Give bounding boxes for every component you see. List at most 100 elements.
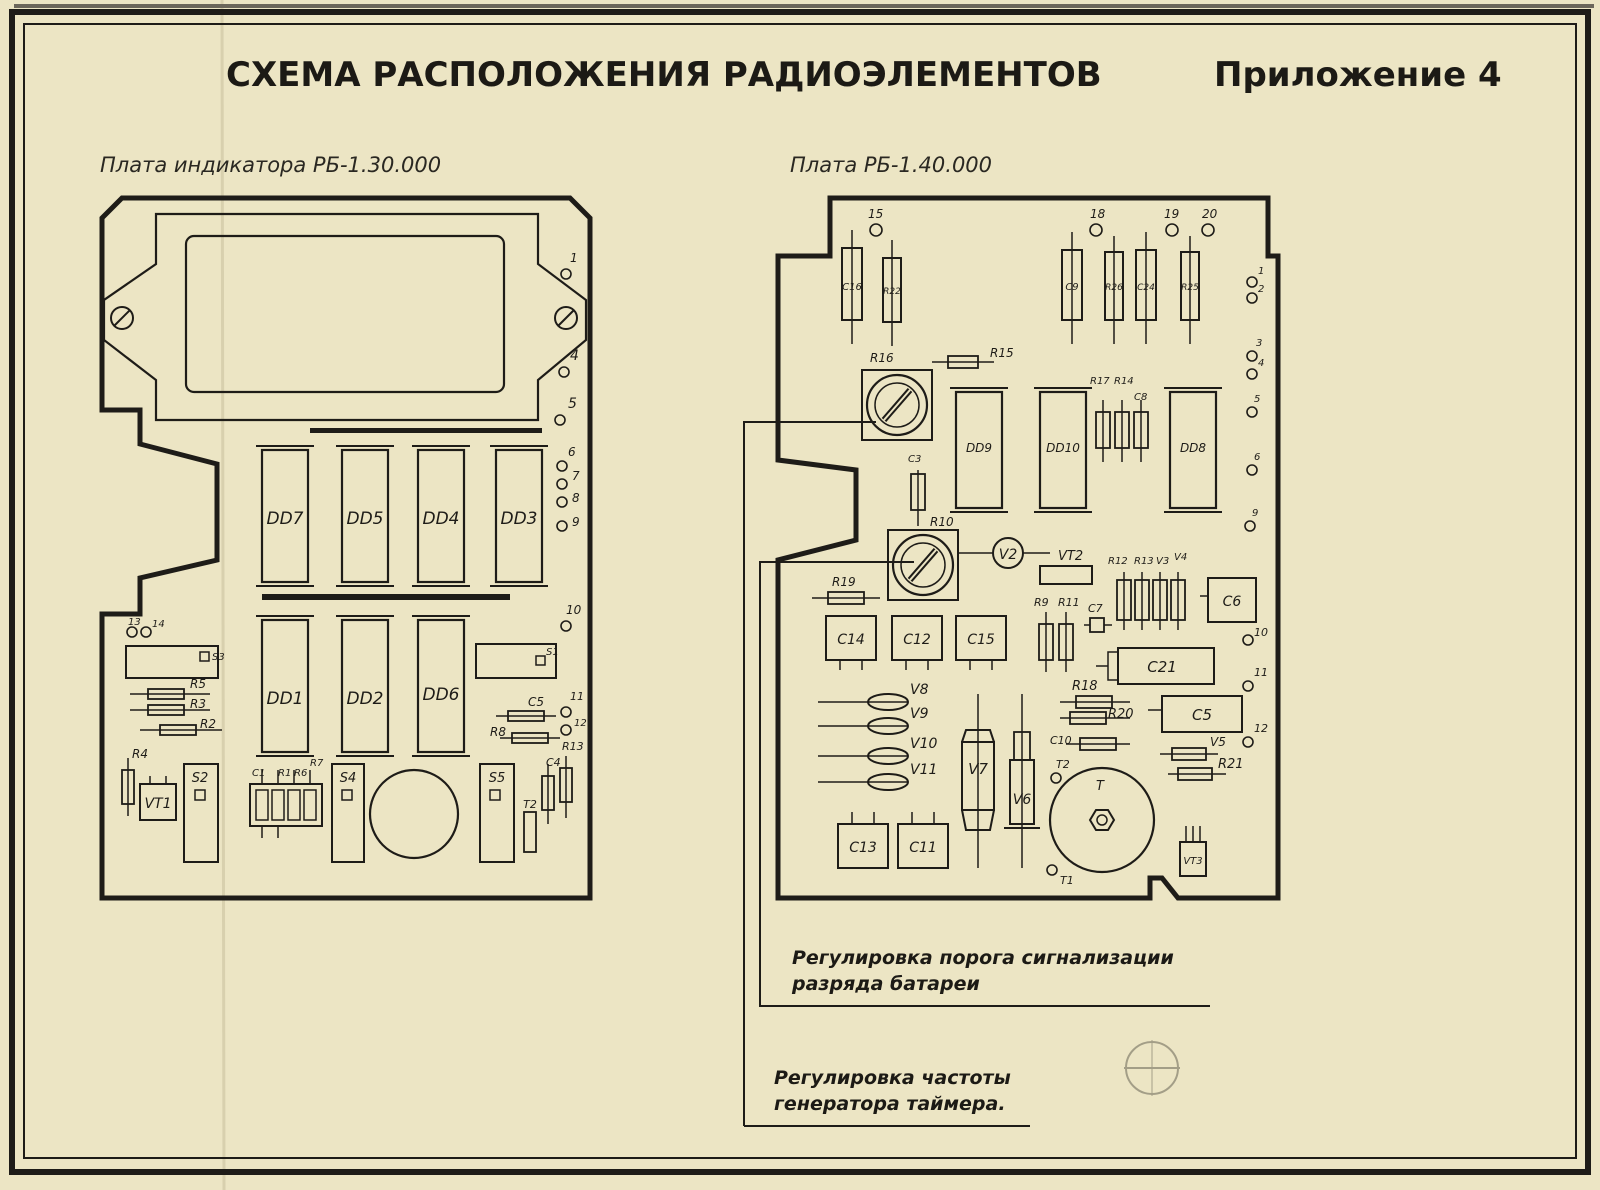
- resistor-label: R14: [1114, 376, 1134, 387]
- battery-adjust-leader: [759, 561, 1210, 1007]
- switch-s5: S5: [479, 763, 515, 863]
- pin-label: 9: [1252, 508, 1258, 519]
- buzzer: [368, 768, 460, 860]
- resistor-r25: R25: [1180, 236, 1200, 344]
- capacitor-c4: C4: [541, 756, 561, 824]
- pin-label: 12: [1254, 722, 1268, 735]
- diode-v5: V5: [1160, 735, 1226, 761]
- resistor-r4: R4: [121, 747, 148, 816]
- resistor-label: R3: [190, 697, 206, 711]
- switch-label: S3: [212, 652, 225, 663]
- resistor-label: R11: [1058, 596, 1080, 609]
- resistor-r22: R22: [882, 240, 902, 346]
- capacitor-c9: C9: [1061, 232, 1083, 344]
- trimmer-r16: R16: [861, 351, 933, 441]
- capacitor-c5-main: C5: [1148, 695, 1243, 733]
- pin-label: 13: [128, 617, 141, 628]
- chip-dd7: DD7: [256, 445, 314, 587]
- pin-label: 5: [1254, 394, 1260, 405]
- resistor-label: R17: [1090, 376, 1110, 387]
- indicator-board-pins: 1 4 5 6 7 8 9 10 11 12 13 14: [126, 251, 587, 736]
- resistor-label: R5: [190, 677, 206, 691]
- capacitor-c14: C14: [825, 615, 877, 670]
- capacitor-c16: C16: [841, 230, 863, 344]
- transistor-label: VT1: [144, 796, 171, 812]
- test-point-t1: T1: [1046, 864, 1074, 887]
- capacitor-c21: C21: [1096, 647, 1215, 685]
- lcd-window: [184, 234, 506, 394]
- chip-label: DD10: [1046, 441, 1080, 455]
- capacitor-label: C5: [1192, 706, 1212, 724]
- pin-label: 11: [570, 690, 584, 703]
- pin-label: 11: [1254, 666, 1268, 679]
- capacitor-label: C15: [967, 632, 995, 648]
- transformer-t: T: [1048, 766, 1156, 874]
- pin-14: 14: [140, 619, 165, 638]
- sheet-title: СХЕМА РАСПОЛОЖЕНИЯ РАДИОЭЛЕМЕНТОВ: [226, 55, 1102, 95]
- pin-label: 12: [574, 718, 587, 729]
- switch-label: S2: [192, 771, 209, 786]
- pin-6-main: 6: [1246, 452, 1260, 476]
- capacitor-c6: C6: [1200, 577, 1257, 623]
- chip-dd10: DD10: [1034, 387, 1092, 513]
- capacitor-label: C21: [1147, 658, 1177, 676]
- switch-s4: S4: [331, 763, 365, 863]
- capacitor-label: C11: [909, 840, 937, 856]
- capacitor-label: C3: [908, 454, 921, 465]
- chip-dd8: DD8: [1164, 387, 1222, 513]
- pin-label: 7: [572, 469, 580, 483]
- capacitor-label: C12: [903, 632, 931, 648]
- capacitor-c5: C5: [496, 695, 556, 722]
- component-label: T1: [1060, 874, 1074, 887]
- resistor-label: R13: [562, 740, 584, 753]
- diode-v10: V10: [818, 736, 937, 765]
- pin-10: 10: [560, 603, 582, 632]
- diode-label: V3: [1156, 556, 1169, 567]
- chip-dd1: DD1: [256, 615, 314, 757]
- pin-9: 9: [556, 515, 580, 532]
- pin-label: 1: [570, 251, 578, 265]
- capacitor-label: C14: [837, 632, 865, 648]
- pin-label: 8: [572, 491, 580, 505]
- pin-label: 3: [1256, 338, 1262, 349]
- resistor-r3: R3: [130, 697, 210, 716]
- pin-20: 20: [1201, 207, 1218, 237]
- capacitor-label: C5: [528, 695, 544, 709]
- resistor-label: R9: [1034, 596, 1049, 609]
- battery-note-line2: разряда батареи: [791, 973, 980, 995]
- pin-label: 15: [868, 207, 883, 221]
- pin-label: 4: [570, 348, 579, 364]
- pin-label: 4: [1258, 358, 1264, 369]
- stamp-icon: [1124, 1040, 1180, 1096]
- resistor-label: R15: [990, 346, 1014, 360]
- capacitor-label: C6: [1223, 594, 1242, 610]
- chip-label: DD9: [966, 441, 992, 455]
- resistor-label: R1: [278, 768, 291, 779]
- component-label: T2: [523, 798, 537, 811]
- chip-dd6: DD6: [412, 615, 470, 757]
- chip-label: DD7: [267, 509, 304, 529]
- paper-fold: [220, 0, 226, 1190]
- resistor-r26: R26: [1104, 236, 1124, 344]
- diode-v9: V9: [818, 706, 929, 735]
- component-label: T2: [1056, 758, 1070, 771]
- pin-3-main: 3: [1246, 338, 1262, 362]
- resistor-label: R25: [1181, 283, 1199, 293]
- component-t2-left: T2: [523, 798, 537, 853]
- resistor-r2: R2: [140, 717, 222, 736]
- pin-7: 7: [556, 469, 580, 490]
- pin-8: 8: [556, 491, 580, 508]
- pin-2-main: 2: [1246, 284, 1264, 304]
- diode-label: V11: [910, 762, 937, 778]
- timer-note-line1: Регулировка частоты: [774, 1067, 1011, 1089]
- pin-19: 19: [1164, 207, 1179, 237]
- diode-label: V8: [910, 682, 929, 698]
- pin-10-main: 10: [1242, 626, 1268, 646]
- capacitor-label: C7: [1088, 602, 1103, 615]
- pin-label: 10: [1254, 626, 1268, 639]
- battery-note-line1: Регулировка порога сигнализации: [792, 947, 1174, 969]
- diode-label: V7: [968, 760, 988, 778]
- switch-label: S5: [489, 771, 506, 786]
